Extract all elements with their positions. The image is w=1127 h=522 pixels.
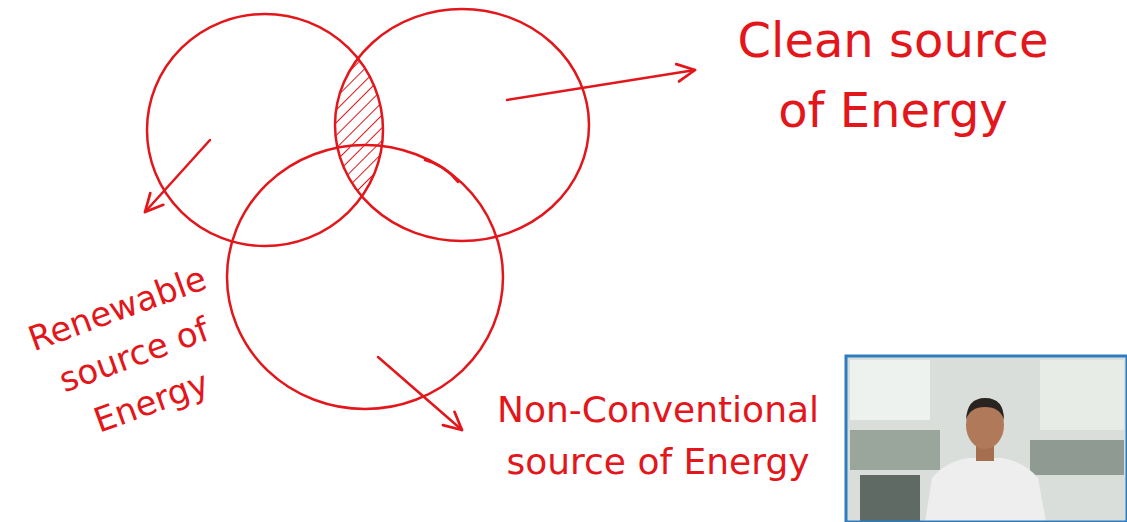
leader-arrow [145,140,210,212]
label-text: Renewable source of Energy [15,252,254,459]
overlap-hatch [335,9,589,241]
renewable-circle [147,14,383,246]
energy-label: Non-Conventional source of Energy [468,384,848,488]
clean-circle [335,9,589,241]
label-text: Non-Conventional source of Energy [468,384,848,488]
leader-arrow [378,357,462,430]
pen-stroke [425,160,458,182]
energy-label: Clean source of Energy [728,6,1058,145]
leader-arrow [507,70,695,100]
label-text: Clean source of Energy [728,6,1058,145]
video-inset [846,356,1127,522]
non-conventional-circle [227,145,503,409]
energy-label: Renewable source of Energy [15,252,254,459]
